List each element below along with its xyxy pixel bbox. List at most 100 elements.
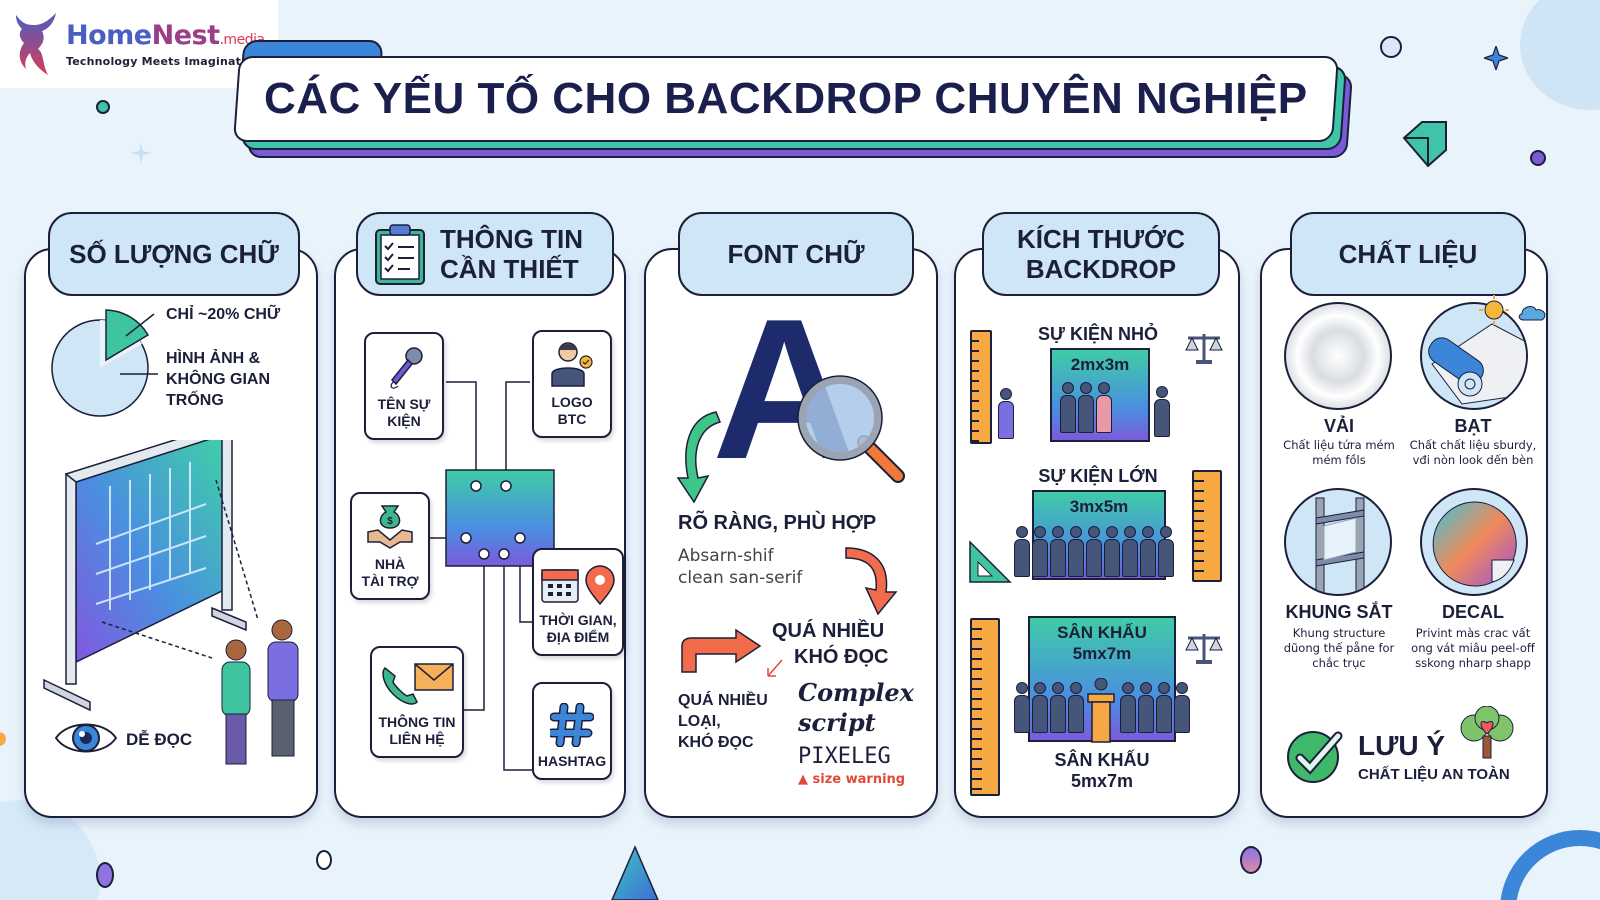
font-bad-title-1: QUÁ NHIỀU [772, 620, 885, 642]
decor-star-icon [1482, 44, 1510, 72]
eye-icon [54, 723, 118, 753]
material-desc-banner: Chất chất liệu sburdy, vđi nòn look dến … [1409, 438, 1537, 467]
panel-word-count: SỐ LƯỢNG CHỮ CHỈ ~20% CHỮ HÌNH ẢNH & KHÔ… [24, 212, 318, 818]
note-desc: CHẤT LIỆU AN TOÀN [1358, 766, 1510, 783]
decor-sparkle-icon [130, 142, 152, 164]
check-circle-icon [1287, 731, 1343, 783]
size-warning: ▲ size warning [798, 772, 906, 787]
side-person [1154, 386, 1170, 437]
decor-circle-outline [1380, 36, 1402, 58]
bull-logo-icon [16, 13, 56, 75]
connector-lines [430, 381, 555, 771]
info-card-time-place[interactable]: THỜI GIAN, ĐỊA ĐIỂM [532, 548, 624, 656]
panel-font: FONT CHỮ A RÕ RÀNG, PHÙ HỢP Absarn-shif … [644, 212, 938, 818]
info-card-contact[interactable]: THÔNG TIN LIÊN HỆ [370, 646, 464, 758]
panel-header-line-1: THÔNG TIN [440, 224, 583, 254]
panel-material: CHẤT LIỆU VẢI Chất liệu tứra mém mém fồl… [1260, 212, 1548, 818]
small-pointer-arrow-icon [767, 659, 783, 677]
ruler-icon [970, 330, 992, 444]
large-event-people [1014, 526, 1174, 577]
microphone-icon [390, 347, 423, 389]
ruler-icon [970, 618, 1000, 796]
font-bad-left-text: QUÁ NHIỀU LOẠI, KHÓ ĐỌC [678, 692, 768, 751]
panel-header-word-count: SỐ LƯỢNG CHỮ [48, 212, 300, 296]
iron-frame-icon[interactable] [1284, 488, 1392, 596]
readability-label: DỄ ĐỌC [126, 730, 193, 749]
ruler-icon [1192, 470, 1222, 582]
pie-chart-icon [51, 309, 158, 417]
info-card-organizer-logo[interactable]: LOGO BTC [532, 330, 612, 438]
panel-header-font: FONT CHỮ [678, 212, 914, 296]
panel-required-info: THÔNG TIN CẦN THIẾT TÊN SỰ KIỆN LOGO BTC… [334, 212, 626, 818]
font-good-desc-2: clean san-serif [678, 568, 803, 588]
scale-balance-icon [1185, 334, 1223, 364]
material-desc-decal: Privint màs crac vất ong vát miâu peel-o… [1411, 626, 1535, 670]
info-card-event-name[interactable]: TÊN SỰ KIỆN [364, 332, 444, 440]
decor-dot [0, 732, 6, 746]
calendar-pin-icon [541, 565, 615, 606]
font-good-desc-1: Absarn-shif [678, 546, 774, 566]
stage-label: SÂN KHẤU 5mx7m [1054, 750, 1150, 791]
sun-cloud-icon [1479, 295, 1546, 325]
material-title-decal: DECAL [1442, 602, 1504, 622]
warning-icon: ▲ [798, 772, 808, 787]
side-person [998, 388, 1014, 439]
handshake-money-icon: $ [367, 505, 413, 549]
set-square-icon [969, 540, 1012, 583]
panel-header-line-2: CẦN THIẾT [440, 254, 579, 284]
fabric-swatch-icon[interactable] [1284, 302, 1392, 410]
decor-dot [96, 862, 114, 888]
decor-dot [96, 100, 110, 114]
sample-script-2: script [798, 708, 876, 737]
material-title-iron-frame: KHUNG SẮT [1285, 602, 1393, 622]
brand-logo[interactable]: HomeNest.media Technology Meets Imaginat… [0, 0, 278, 88]
panel-header-required-info: THÔNG TIN CẦN THIẾT [356, 212, 614, 296]
info-card-sponsor[interactable]: $ NHÀ TÀI TRỢ [350, 492, 430, 600]
stage-audience-right [1120, 682, 1190, 733]
small-event-label: SỰ KIỆN NHỎ [1038, 324, 1158, 344]
organizer-icon [551, 342, 593, 387]
panel-header-backdrop-size: KÍCH THƯỚC BACKDROP [982, 212, 1220, 296]
pie-label-image-space: HÌNH ẢNH & KHÔNG GIAN TRỐNG [166, 350, 270, 409]
orange-curved-arrow-icon [845, 547, 898, 616]
orange-turn-arrow-icon [681, 628, 762, 673]
green-arrow-icon [676, 411, 722, 504]
backdrop-stand-illustration [43, 440, 299, 765]
podium-icon [1087, 678, 1115, 743]
small-event-people [1060, 382, 1112, 433]
font-bad-title-2: KHÓ ĐỌC [794, 646, 889, 668]
panel-header-material: CHẤT LIỆU [1290, 212, 1526, 296]
material-title-banner: BẠT [1454, 416, 1492, 436]
decor-dot [1240, 846, 1262, 874]
decor-gem-icon [1400, 120, 1448, 168]
material-title-fabric: VẢI [1323, 416, 1354, 436]
magnifier-icon [797, 375, 905, 483]
decor-triangle-icon [610, 845, 660, 900]
note-title: LƯU Ý [1358, 730, 1446, 761]
panel-backdrop-size: KÍCH THƯỚC BACKDROP SỰ KIỆN NHỎ 2mx3m SỰ… [954, 212, 1240, 818]
font-good-title: RÕ RÀNG, PHÙ HỢP [678, 512, 877, 534]
title-card: CÁC YẾU TỐ CHO BACKDROP CHUYÊN NGHIỆP [232, 56, 1340, 142]
large-event-label: SỰ KIỆN LỚN [1038, 466, 1158, 486]
brand-name: HomeNest.media [66, 19, 265, 51]
pie-label-text-share: CHỈ ~20% CHỮ [166, 306, 281, 323]
background-ring [1500, 830, 1600, 900]
decor-dot [1530, 150, 1546, 166]
title-banner: CÁC YẾU TỐ CHO BACKDROP CHUYÊN NGHIỆP [232, 40, 1353, 162]
decor-circle-outline [316, 850, 332, 870]
scale-balance-icon [1185, 634, 1223, 664]
page-title: CÁC YẾU TỐ CHO BACKDROP CHUYÊN NGHIỆP [264, 74, 1308, 123]
decal-sticker-icon[interactable] [1420, 488, 1528, 596]
background-blob [1520, 0, 1600, 110]
sample-pixel-font: PIXELEG [798, 744, 891, 769]
stage-audience-left [1014, 682, 1084, 733]
sample-script-1: Complex [798, 678, 914, 707]
banner-roll-icon[interactable] [1420, 302, 1528, 410]
material-desc-fabric: Chất liệu tứra mém mém fồls [1283, 438, 1395, 467]
heart-tree-icon [1460, 706, 1514, 759]
brand-tagline: Technology Meets Imagination [66, 54, 261, 68]
svg-text:$: $ [387, 516, 393, 527]
phone-mail-icon [382, 663, 454, 705]
clipboard-checklist-icon [375, 224, 425, 285]
info-card-hashtag[interactable]: HASHTAG [532, 682, 612, 780]
